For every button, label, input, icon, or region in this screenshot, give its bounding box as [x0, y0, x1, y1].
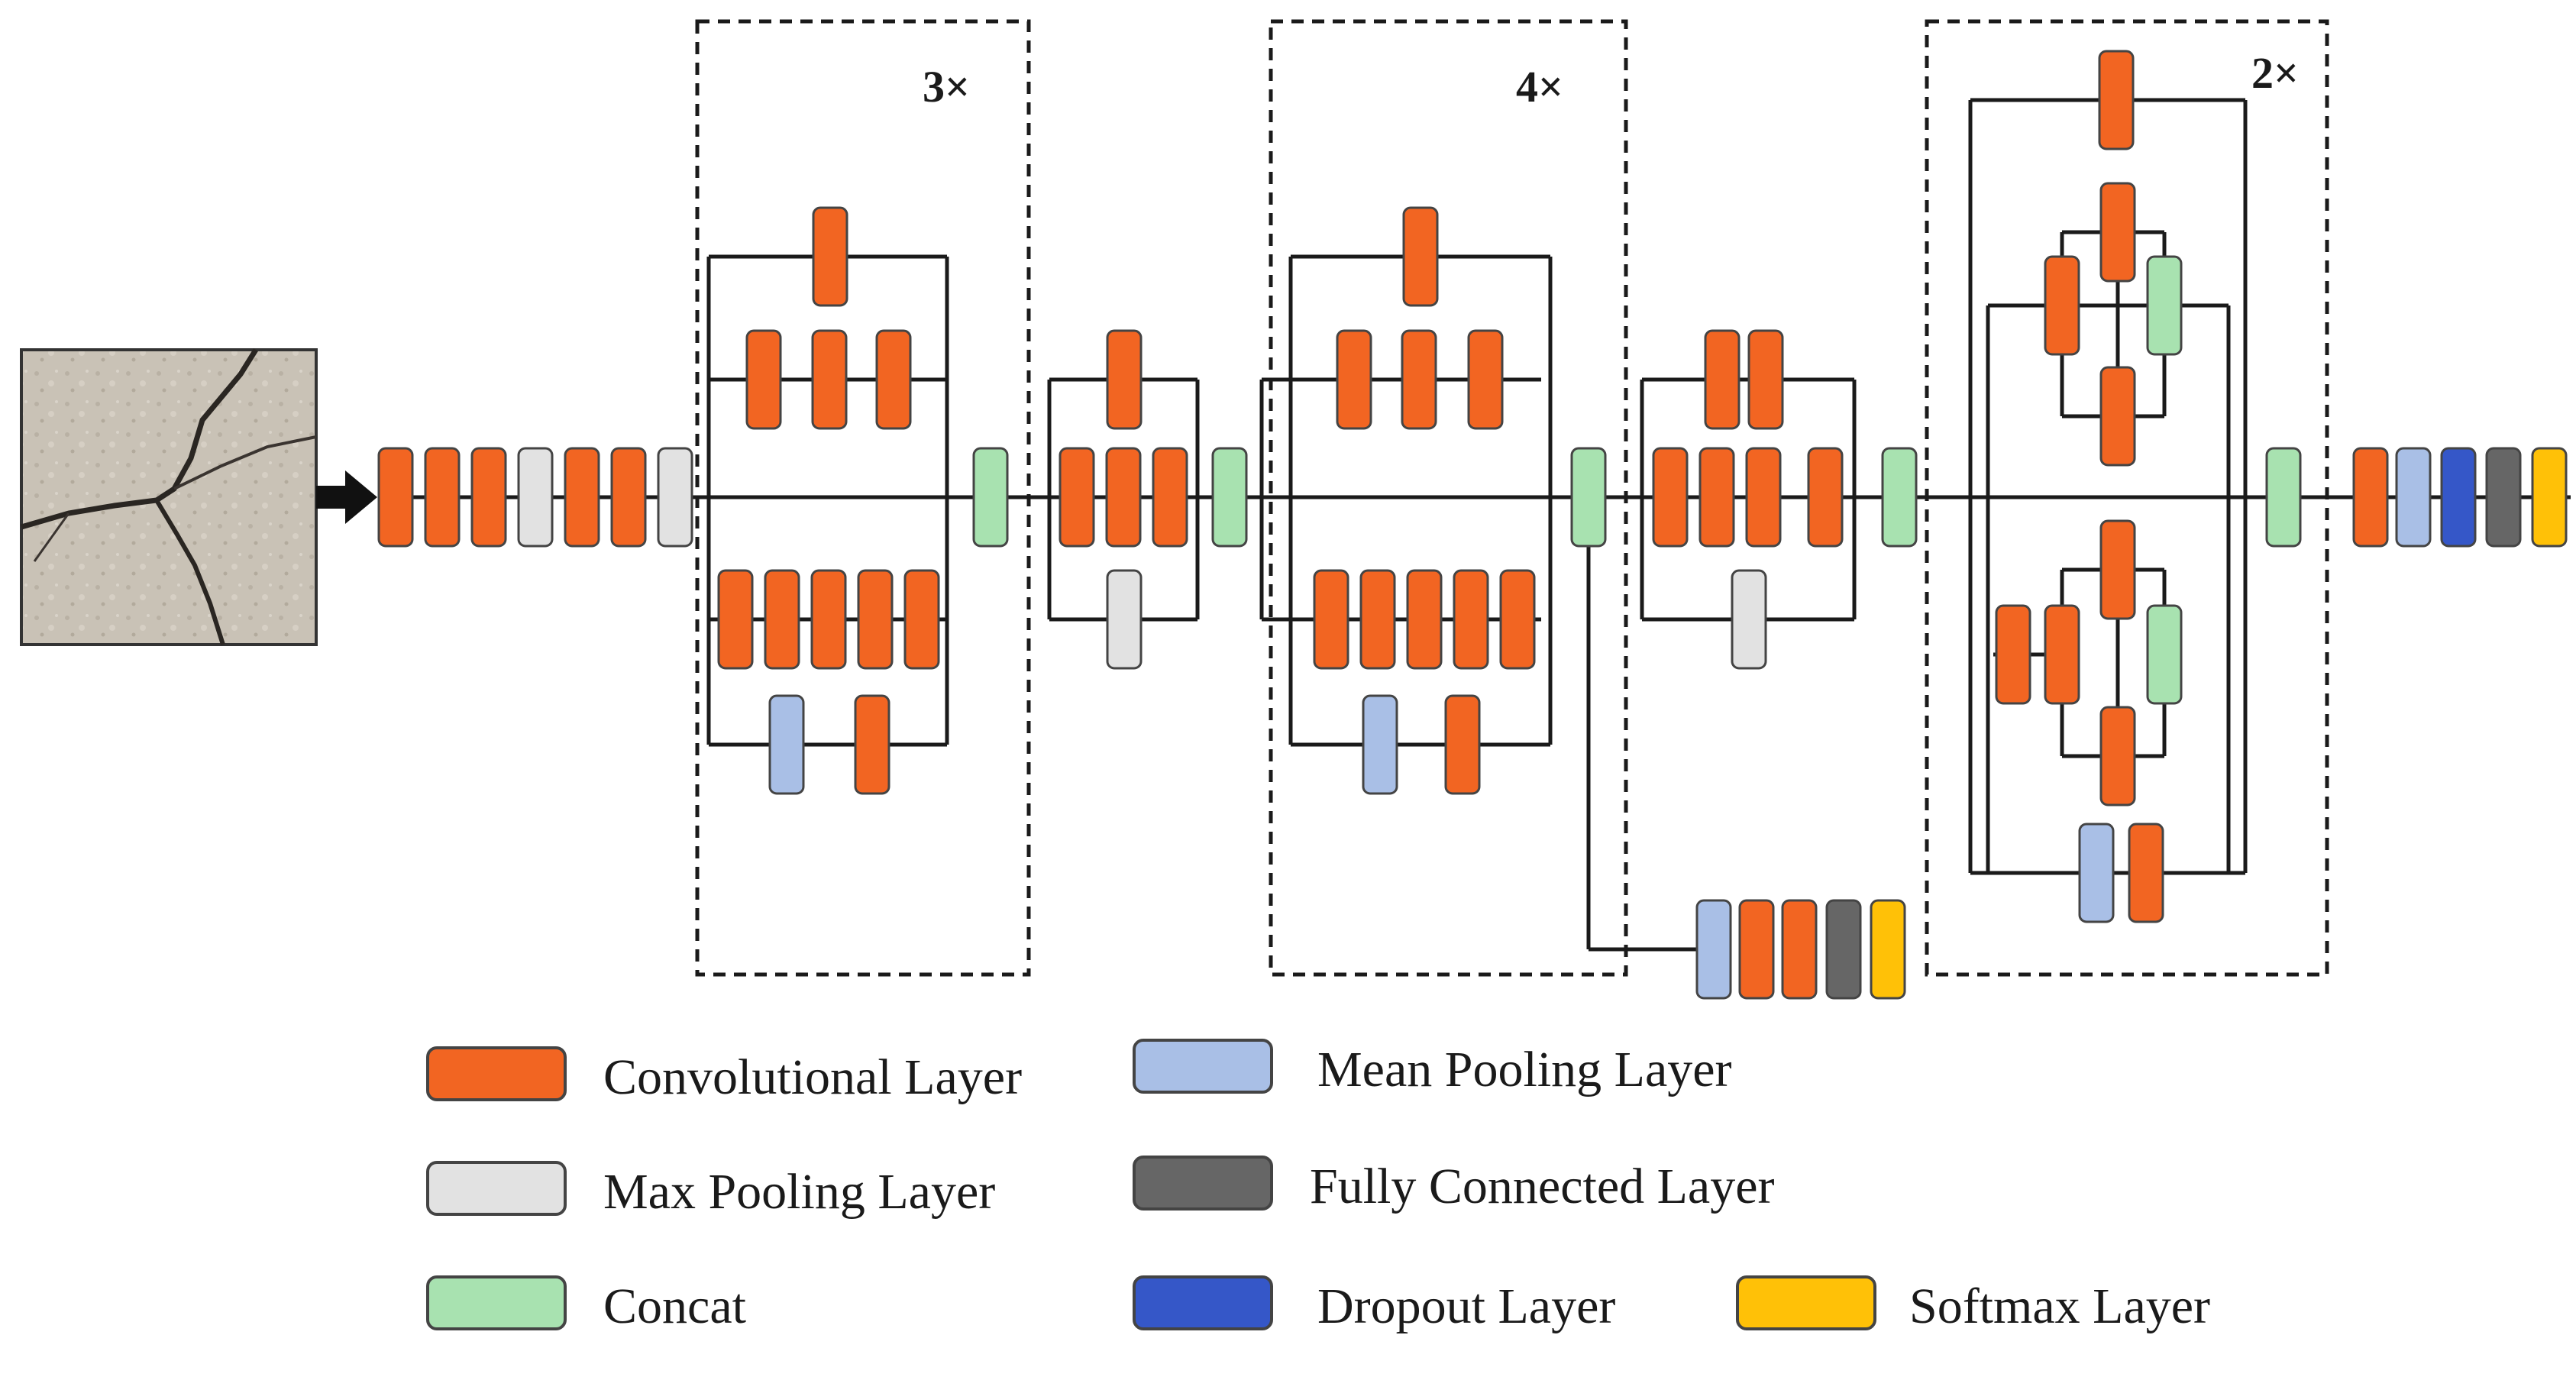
- conv-layer-block: [2044, 255, 2080, 356]
- legend-label-fc: Fully Connected Layer: [1310, 1159, 1775, 1214]
- layer-blocks: [377, 50, 2568, 1000]
- conv-layer-block: [1313, 569, 1349, 670]
- meanpool-layer-block: [768, 694, 805, 795]
- legend-label-maxpool: Max Pooling Layer: [603, 1164, 995, 1220]
- conv-layer-block: [1359, 569, 1396, 670]
- conv-layer-block: [1745, 447, 1782, 548]
- conv-layer-block: [1406, 569, 1443, 670]
- repeat-label-1: 3×: [923, 62, 970, 112]
- concat-layer-block: [1570, 447, 1607, 548]
- conv-layer-block: [424, 447, 461, 548]
- conv-layer-block: [470, 447, 507, 548]
- softmax-layer-block: [1870, 899, 1906, 1000]
- conv-layer-block: [564, 447, 600, 548]
- conv-layer-block: [1738, 899, 1775, 1000]
- conv-layer-block: [377, 447, 414, 548]
- repeat-label-2: 4×: [1516, 62, 1563, 112]
- concat-layer-block: [2146, 604, 2183, 705]
- concat-layer-block: [1211, 447, 1248, 548]
- legend-swatch-fc: [1133, 1156, 1273, 1211]
- conv-layer-block: [1747, 329, 1784, 430]
- connection-lines: [380, 98, 2571, 952]
- maxpool-layer-block: [1731, 569, 1767, 670]
- legend-swatch-meanpool: [1133, 1039, 1273, 1094]
- conv-layer-block: [764, 569, 800, 670]
- meanpool-layer-block: [2395, 447, 2432, 548]
- conv-layer-block: [1781, 899, 1818, 1000]
- legend-swatch-softmax: [1736, 1275, 1876, 1330]
- conv-layer-block: [810, 569, 847, 670]
- legend-label-conv: Convolutional Layer: [603, 1049, 1022, 1105]
- conv-layer-block: [2128, 823, 2164, 923]
- conv-layer-block: [1401, 329, 1437, 430]
- legend-label-dropout: Dropout Layer: [1317, 1278, 1615, 1334]
- conv-layer-block: [2099, 519, 2136, 620]
- input-image: [20, 348, 318, 646]
- concat-layer-block: [972, 447, 1009, 548]
- conv-layer-block: [1698, 447, 1735, 548]
- concat-layer-block: [1881, 447, 1918, 548]
- meanpool-layer-block: [2078, 823, 2115, 923]
- conv-layer-block: [1402, 206, 1439, 307]
- conv-layer-block: [1059, 447, 1095, 548]
- legend-label-concat: Concat: [603, 1278, 746, 1334]
- meanpool-layer-block: [1362, 694, 1398, 795]
- concat-layer-block: [2265, 447, 2302, 548]
- conv-layer-block: [610, 447, 647, 548]
- conv-layer-block: [745, 329, 782, 430]
- conv-layer-block: [717, 569, 754, 670]
- fc-layer-block: [1825, 899, 1862, 1000]
- fc-layer-block: [2485, 447, 2522, 548]
- conv-layer-block: [2099, 366, 2136, 467]
- conv-layer-block: [1453, 569, 1489, 670]
- conv-layer-block: [875, 329, 912, 430]
- legend-label-softmax: Softmax Layer: [1909, 1278, 2210, 1334]
- legend-label-meanpool: Mean Pooling Layer: [1317, 1042, 1732, 1097]
- conv-layer-block: [1807, 447, 1844, 548]
- conv-layer-block: [1652, 447, 1689, 548]
- conv-layer-block: [1995, 604, 2031, 705]
- softmax-layer-block: [2531, 447, 2568, 548]
- conv-layer-block: [1336, 329, 1372, 430]
- dropout-layer-block: [2440, 447, 2477, 548]
- legend-swatch-dropout: [1133, 1275, 1273, 1330]
- conv-layer-block: [2044, 604, 2080, 705]
- conv-layer-block: [903, 569, 940, 670]
- legend-swatch-conv: [426, 1046, 567, 1101]
- conv-layer-block: [1106, 329, 1143, 430]
- input-arrow: [316, 470, 377, 524]
- conv-layer-block: [2099, 182, 2136, 283]
- conv-layer-block: [1444, 694, 1481, 795]
- legend-swatch-maxpool: [426, 1161, 567, 1216]
- meanpool-layer-block: [1695, 899, 1732, 1000]
- repeat-label-3: 2×: [2251, 48, 2299, 98]
- conv-layer-block: [811, 329, 848, 430]
- conv-layer-block: [1499, 569, 1536, 670]
- conv-layer-block: [1152, 447, 1188, 548]
- maxpool-layer-block: [517, 447, 554, 548]
- concat-layer-block: [2146, 255, 2183, 356]
- conv-layer-block: [2098, 50, 2135, 150]
- maxpool-layer-block: [657, 447, 693, 548]
- conv-layer-block: [1704, 329, 1740, 430]
- conv-layer-block: [854, 694, 890, 795]
- conv-layer-block: [2352, 447, 2389, 548]
- conv-layer-block: [857, 569, 894, 670]
- conv-layer-block: [2099, 706, 2136, 806]
- maxpool-layer-block: [1106, 569, 1143, 670]
- conv-layer-block: [1105, 447, 1142, 548]
- conv-layer-block: [1467, 329, 1504, 430]
- legend-swatch-concat: [426, 1275, 567, 1330]
- conv-layer-block: [812, 206, 848, 307]
